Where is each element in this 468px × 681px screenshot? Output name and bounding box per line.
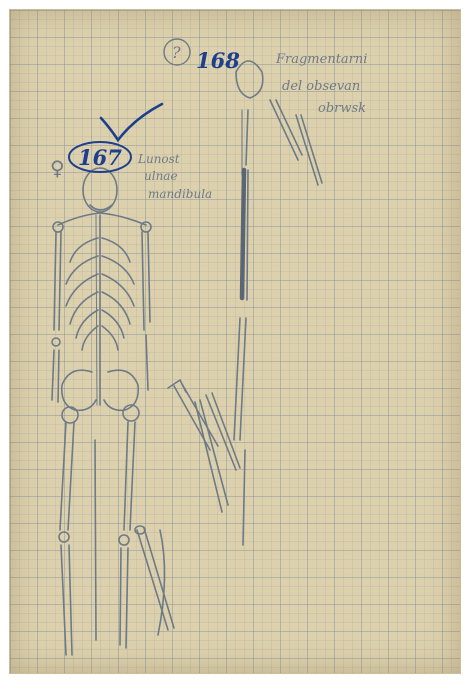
skull-168	[236, 61, 263, 98]
skeleton-167-drawing	[52, 168, 174, 655]
clavicles-167	[58, 213, 146, 225]
skeleton-168-drawing	[168, 61, 322, 545]
note-168-line-1: Fragmentarni	[275, 52, 367, 67]
grave-167-number: 167	[78, 145, 122, 170]
fragments-168-lower	[168, 380, 240, 512]
left-shoulder-joint	[53, 222, 63, 232]
note-167-line-1: Lunost	[137, 152, 180, 166]
spine-168	[246, 110, 248, 165]
long-bone-168-c	[243, 450, 245, 545]
right-shoulder-joint	[141, 222, 151, 232]
question-mark-label: ?	[172, 43, 181, 62]
long-bone-168-a	[242, 170, 244, 298]
note-168-line-3: obrwsk	[318, 101, 366, 116]
long-bone-168-b	[234, 318, 240, 440]
note-167-line-3: mandibula	[148, 187, 212, 201]
female-symbol: ♀	[50, 156, 65, 180]
fragments-168-upper	[270, 100, 298, 160]
grave-168-number: 168	[196, 48, 240, 73]
check-mark	[101, 104, 162, 140]
note-167-line-2: ulnae	[144, 169, 178, 183]
note-168-line-2: del obsevan	[282, 79, 360, 94]
legs-167	[59, 422, 174, 655]
